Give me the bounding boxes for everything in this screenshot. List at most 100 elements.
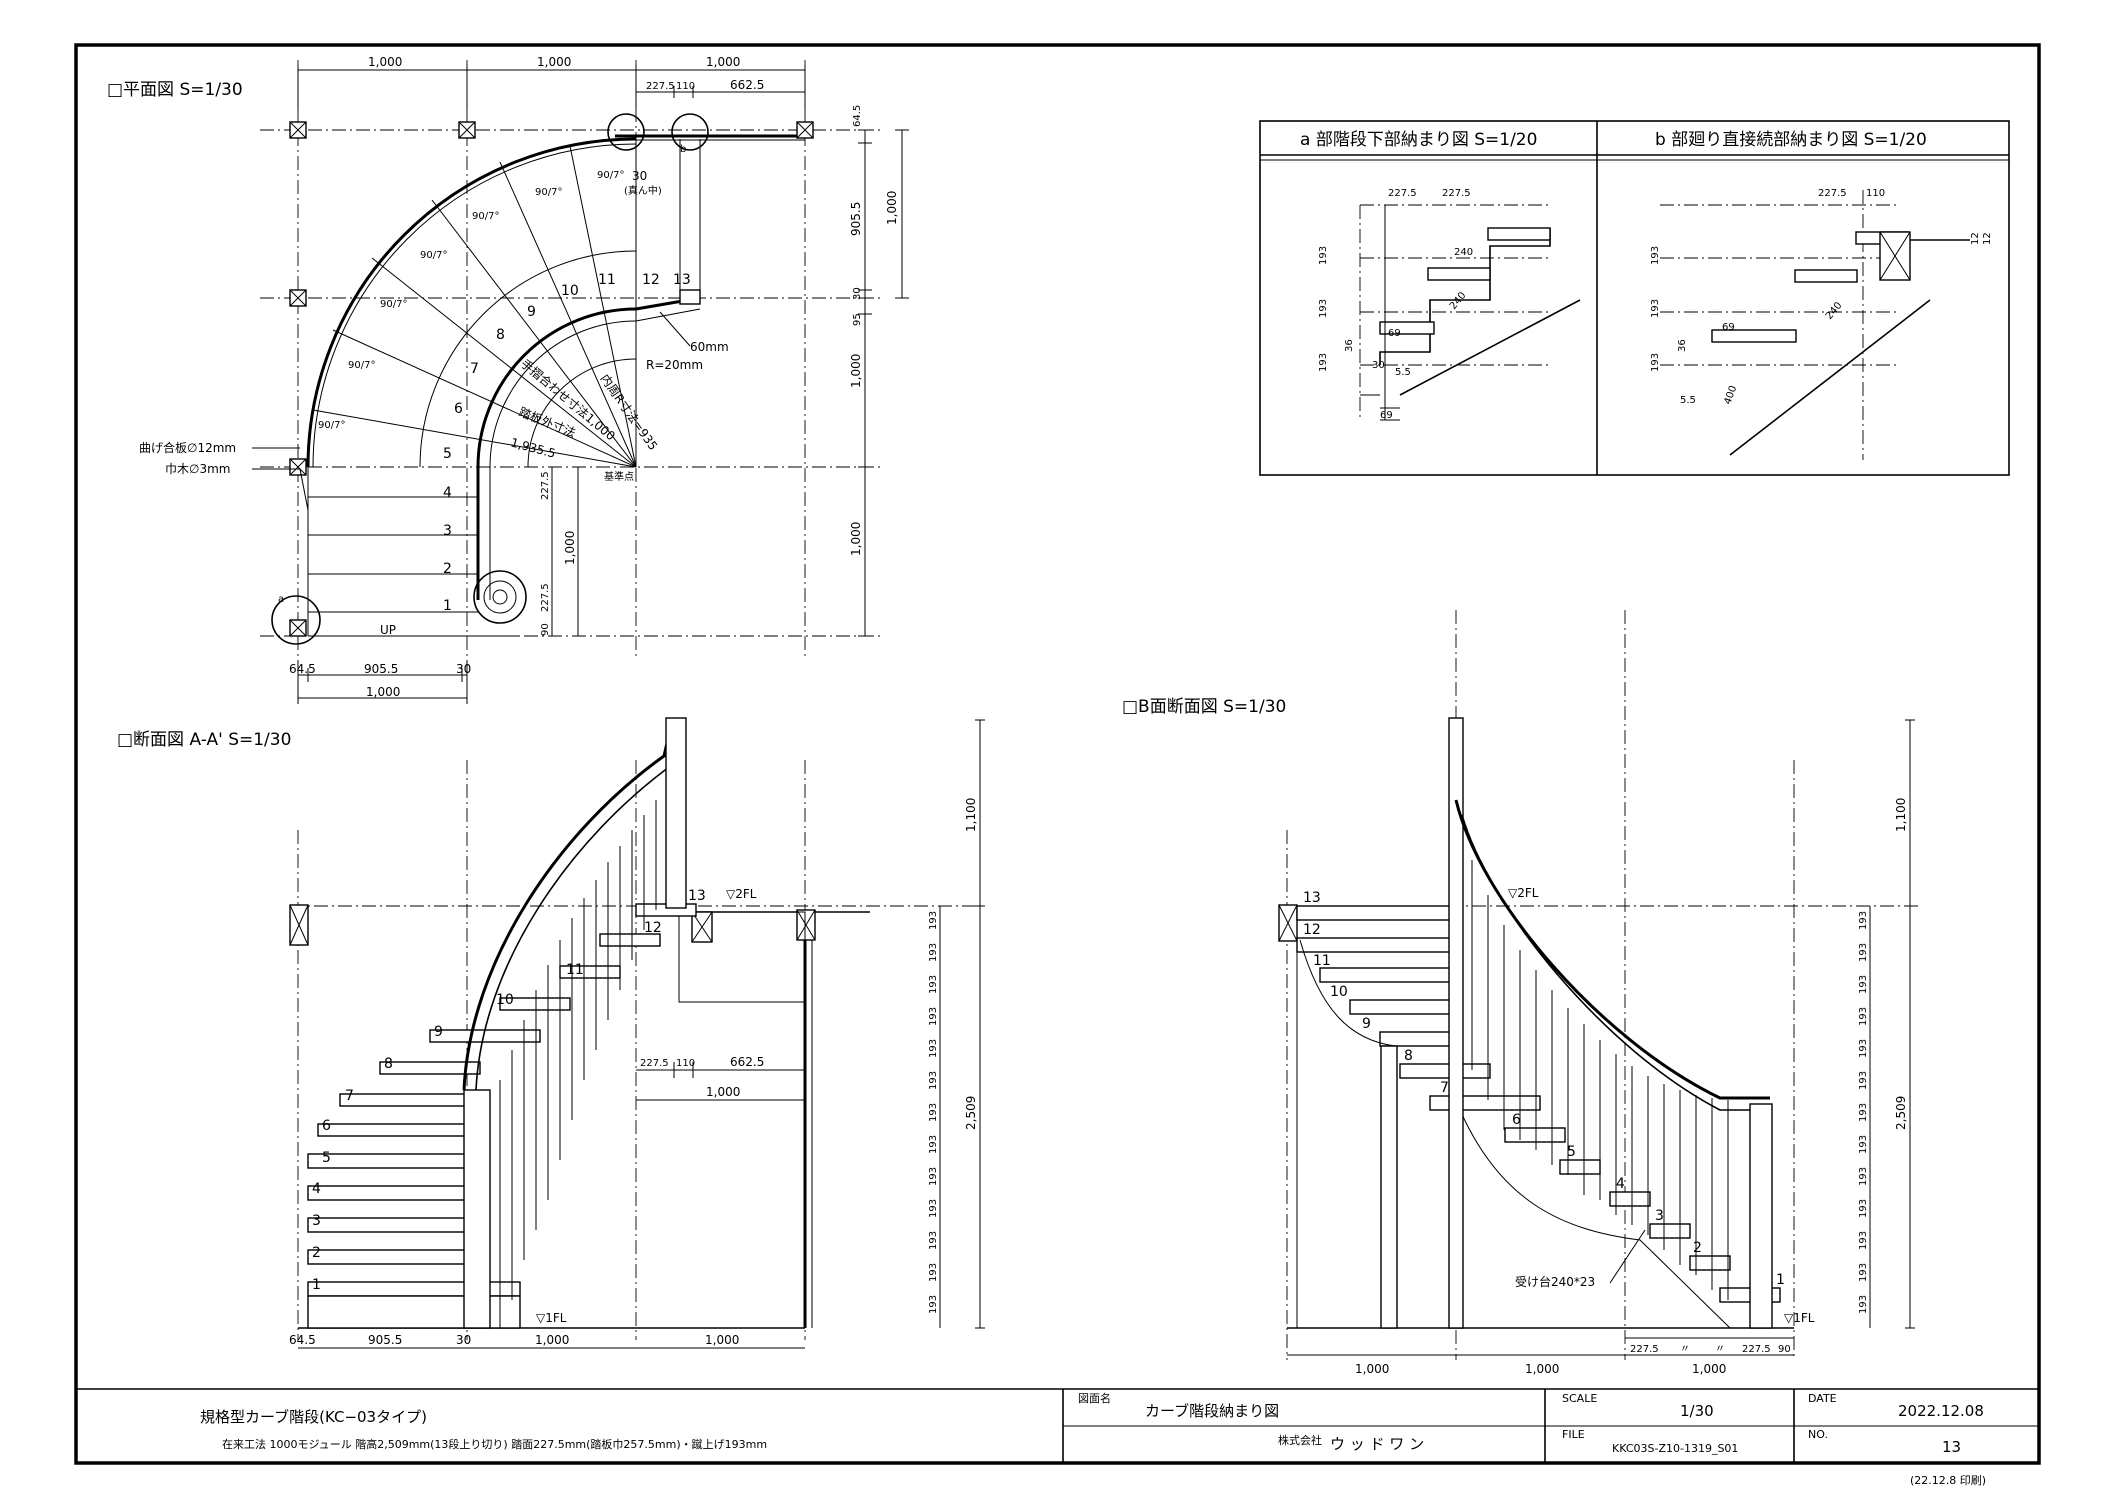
detail-b-dim-5: 193 [1650, 299, 1661, 318]
plan-right-dim-6: 1,000 [849, 522, 863, 556]
detail-a-dim-9: 69 [1388, 328, 1401, 339]
title-block: 規格型カーブ階段(KC−03タイプ) 在来工法 1000モジュール 階高2,50… [76, 1388, 2039, 1487]
plan-marker-a [271, 595, 321, 645]
plan-step-11: 11 [598, 272, 616, 288]
secA-bottom-dim-3: 30 [456, 1333, 471, 1347]
plan-step-10: 10 [561, 283, 579, 299]
svg-text:193: 193 [928, 1135, 939, 1154]
secA-inner-dim-4: 1,000 [706, 1085, 740, 1099]
plan-right-dim-1: 64.5 [852, 105, 863, 127]
svg-text:193: 193 [928, 1231, 939, 1250]
secA-fl2: ▽2FL [726, 887, 757, 901]
svg-text:193: 193 [1858, 1167, 1869, 1186]
plan-up-label: UP [380, 623, 396, 637]
plan-top-sub-1: 227.5 [646, 81, 675, 92]
svg-text:193: 193 [928, 943, 939, 962]
plan-inner-dim-3: 90 [540, 623, 551, 636]
plan-right-dim-4: 95 [852, 313, 863, 326]
plan-step-7: 7 [470, 361, 479, 377]
tb-date-label: DATE [1808, 1392, 1837, 1405]
secA-step-8: 8 [384, 1056, 393, 1072]
secA-step-6: 6 [322, 1118, 331, 1134]
secA-step-11: 11 [566, 962, 584, 978]
secB-total-height: 2,509 [1894, 1096, 1908, 1130]
plan-top-dim-3: 1,000 [706, 55, 740, 69]
detail-a-dim-3: 240 [1454, 247, 1473, 258]
secA-step-5: 5 [322, 1150, 331, 1166]
svg-text:193: 193 [928, 911, 939, 930]
secA-handrail [462, 729, 672, 1091]
secA-inner-dim-3: 662.5 [730, 1055, 764, 1069]
svg-text:193: 193 [1858, 911, 1869, 930]
plan-label-radius: R=20mm [646, 358, 703, 372]
plan-marker-b-label: b [680, 144, 686, 155]
secB-sub-dim-4: 227.5 [1742, 1344, 1771, 1355]
secA-step-1: 1 [312, 1277, 321, 1293]
angle-label-3: 90/7° [380, 299, 407, 310]
secB-step-3: 3 [1655, 1208, 1664, 1224]
plan-bottom-dim-4: 1,000 [366, 685, 400, 699]
secA-total-height: 2,509 [964, 1096, 978, 1130]
detail-a-dim-4: 240 [1448, 290, 1469, 312]
tb-company-label: 株式会社 [1278, 1433, 1322, 1447]
plan-view: □平面図 S=1/30 1,000 1,000 1,000 227.5 110 … [107, 55, 909, 704]
secB-step-8: 8 [1404, 1048, 1413, 1064]
svg-text:193: 193 [928, 1071, 939, 1090]
secB-riser-dims: 193 193 193 193 193 193 193 193 193 193 … [1858, 911, 1869, 1314]
plan-step-1: 1 [443, 598, 452, 614]
secA-balusters [499, 800, 657, 1328]
tb-company: ウ ッ ド ワ ン [1330, 1435, 1424, 1453]
svg-text:193: 193 [1858, 943, 1869, 962]
detail-boxes: a 部階段下部納まり図 S=1/20 b 部廻り直接続部納まり図 S=1/20 … [1259, 120, 2010, 476]
secB-treads [1296, 905, 1781, 1328]
svg-text:193: 193 [1858, 1135, 1869, 1154]
svg-text:193: 193 [928, 1263, 939, 1282]
detail-b-title: b 部廻り直接続部納まり図 S=1/20 [1655, 130, 1927, 150]
plan-inner-dim-4: 1,000 [563, 531, 577, 565]
plan-marker-b1 [607, 113, 645, 151]
plan-step-5: 5 [443, 446, 452, 462]
secB-step-9: 9 [1362, 1016, 1371, 1032]
angle-label-4: 90/7° [420, 250, 447, 261]
svg-text:193: 193 [1858, 1007, 1869, 1026]
secB-bottom-dim-1: 1,000 [1355, 1362, 1389, 1376]
secB-support-label: 受け台240*23 [1515, 1274, 1595, 1289]
plan-step-4: 4 [443, 485, 452, 501]
section-a-view: □断面図 A-A' S=1/30 227.5 110 662.5 1,000 [117, 717, 985, 1349]
secA-bottom-dim-5: 1,000 [705, 1333, 739, 1347]
svg-text:193: 193 [928, 1199, 939, 1218]
secB-sub-dim-2: 〃 [1680, 1344, 1690, 1355]
tb-no-label: NO. [1808, 1428, 1828, 1441]
secB-newel [1749, 1103, 1773, 1329]
secB-fl1: ▽1FL [1784, 1311, 1815, 1325]
svg-text:193: 193 [1858, 1103, 1869, 1122]
detail-b-dim-10: 400 [1722, 384, 1739, 406]
secA-step-10: 10 [496, 992, 514, 1008]
svg-text:193: 193 [928, 1103, 939, 1122]
plan-bottom-dim-3: 30 [456, 662, 471, 676]
secA-step-4: 4 [312, 1181, 321, 1197]
detail-a-drawing: 227.5 227.5 240 240 193 193 193 36 69 30… [1318, 188, 1581, 421]
svg-text:193: 193 [1858, 1071, 1869, 1090]
detail-b-dim-9: 5.5 [1680, 395, 1696, 406]
secB-step-10: 10 [1330, 984, 1348, 1000]
tb-scale-label: SCALE [1562, 1392, 1597, 1405]
plan-title: □平面図 S=1/30 [107, 80, 243, 100]
plan-right-dim-3: 30 [852, 287, 863, 300]
tb-scale: 1/30 [1680, 1402, 1714, 1420]
secA-step-2: 2 [312, 1245, 321, 1261]
secA-step-9: 9 [434, 1024, 443, 1040]
plan-label-tread-outer: 踏板外寸法 [517, 405, 578, 440]
plan-label-tread-outer-value: 1,935.5 [509, 435, 557, 460]
plan-label-plywood: 曲げ合板∅12mm [139, 440, 236, 455]
plan-top-dim-2: 1,000 [537, 55, 571, 69]
secA-top-newel [665, 717, 687, 909]
plan-bottom-dim-1: 64.5 [289, 662, 316, 676]
secA-bottom-dim-2: 905.5 [368, 1333, 402, 1347]
secA-step-12: 12 [644, 920, 662, 936]
plan-marker-a-label: a [278, 594, 284, 605]
secA-step-7: 7 [345, 1088, 354, 1104]
detail-a-dim-7: 193 [1318, 353, 1329, 372]
angle-label-7: 90/7° [597, 170, 624, 181]
angle-label-2: 90/7° [348, 360, 375, 371]
